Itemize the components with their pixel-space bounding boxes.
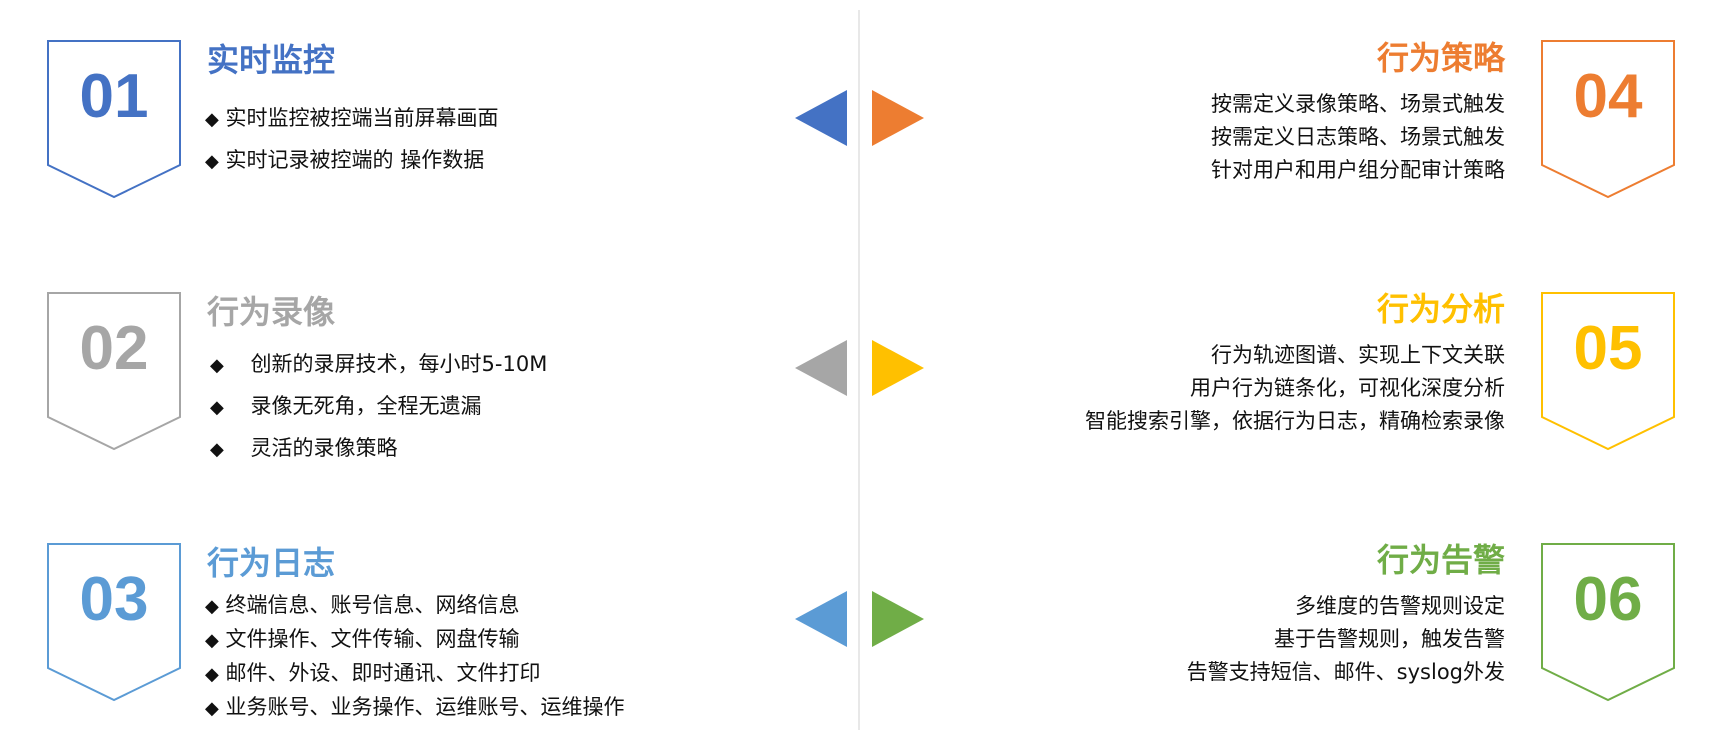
list-item: 用户行为链条化，可视化深度分析 — [1190, 376, 1505, 400]
badge-number: 03 — [79, 565, 149, 634]
badge-number: 01 — [79, 62, 149, 131]
shield-shape — [1541, 40, 1675, 199]
badge-number: 04 — [1573, 62, 1643, 131]
list-item: ◆ 实时记录被控端的 操作数据 — [205, 140, 499, 182]
arrow-right-05-icon — [872, 340, 924, 396]
shield-shape — [47, 543, 181, 702]
badge-number: 06 — [1573, 565, 1643, 634]
list-item: ◆ 录像无死角，全程无遗漏 — [210, 386, 547, 428]
list-item: 针对用户和用户组分配审计策略 — [1211, 158, 1505, 182]
item-title-03: 行为日志 — [207, 544, 336, 582]
arrow-right-04-icon — [872, 90, 924, 146]
shield-shape — [1541, 292, 1675, 451]
item-lines-01: ◆ 实时监控被控端当前屏幕画面 ◆ 实时记录被控端的 操作数据 — [205, 98, 499, 182]
item-lines-03: ◆ 终端信息、账号信息、网络信息 ◆ 文件操作、文件传输、网盘传输 ◆ 邮件、外… — [205, 589, 625, 725]
item-title-01: 实时监控 — [207, 41, 336, 79]
diamond-bullet-icon: ◆ — [210, 355, 224, 376]
shield-shape — [47, 40, 181, 199]
list-item: 智能搜索引擎，依据行为日志，精确检索录像 — [1085, 409, 1505, 433]
badge-01: 01 — [47, 40, 181, 200]
item-lines-06: 多维度的告警规则设定 基于告警规则，触发告警 告警支持短信、邮件、syslog外… — [1187, 590, 1505, 689]
badge-02: 02 — [47, 292, 181, 452]
list-item: 基于告警规则，触发告警 — [1274, 627, 1505, 651]
item-lines-04: 按需定义录像策略、场景式触发 按需定义日志策略、场景式触发 针对用户和用户组分配… — [1211, 88, 1505, 187]
shield-shape — [1541, 543, 1675, 702]
list-item: ◆ 创新的录屏技术，每小时5-10M — [210, 344, 547, 386]
list-item: 按需定义日志策略、场景式触发 — [1211, 125, 1505, 149]
badge-04: 04 — [1541, 40, 1675, 200]
item-title-02: 行为录像 — [207, 293, 336, 331]
arrow-left-01-icon — [795, 90, 847, 146]
list-item: ◆ 邮件、外设、即时通讯、文件打印 — [205, 657, 625, 691]
diamond-bullet-icon: ◆ — [210, 397, 224, 418]
badge-03: 03 — [47, 543, 181, 703]
list-item: 告警支持短信、邮件、syslog外发 — [1186, 660, 1505, 684]
item-title-05: 行为分析 — [1376, 290, 1505, 328]
badge-number: 05 — [1573, 314, 1643, 383]
item-lines-05: 行为轨迹图谱、实现上下文关联 用户行为链条化，可视化深度分析 智能搜索引擎，依据… — [1085, 339, 1505, 438]
list-item: ◆ 业务账号、业务操作、运维账号、运维操作 — [205, 691, 625, 725]
list-item: 行为轨迹图谱、实现上下文关联 — [1211, 343, 1505, 367]
list-item: ◆ 终端信息、账号信息、网络信息 — [205, 589, 625, 623]
arrow-left-03-icon — [795, 591, 847, 647]
arrow-left-02-icon — [795, 340, 847, 396]
diamond-bullet-icon: ◆ — [205, 596, 219, 617]
item-title-04: 行为策略 — [1376, 39, 1505, 77]
list-item: ◆ 实时监控被控端当前屏幕画面 — [205, 98, 499, 140]
diamond-bullet-icon: ◆ — [205, 630, 219, 651]
badge-05: 05 — [1541, 292, 1675, 452]
diamond-bullet-icon: ◆ — [205, 109, 219, 130]
diamond-bullet-icon: ◆ — [205, 698, 219, 719]
diamond-bullet-icon: ◆ — [205, 151, 219, 172]
list-item: 多维度的告警规则设定 — [1295, 594, 1505, 618]
arrow-right-06-icon — [872, 591, 924, 647]
diamond-bullet-icon: ◆ — [205, 664, 219, 685]
badge-06: 06 — [1541, 543, 1675, 703]
shield-shape — [47, 292, 181, 451]
list-item: ◆ 灵活的录像策略 — [210, 428, 547, 470]
list-item: ◆ 文件操作、文件传输、网盘传输 — [205, 623, 625, 657]
item-title-06: 行为告警 — [1376, 541, 1505, 579]
list-item: 按需定义录像策略、场景式触发 — [1211, 92, 1505, 116]
diamond-bullet-icon: ◆ — [210, 439, 224, 460]
center-divider — [858, 10, 860, 730]
item-lines-02: ◆ 创新的录屏技术，每小时5-10M ◆ 录像无死角，全程无遗漏 ◆ 灵活的录像… — [210, 344, 547, 470]
badge-number: 02 — [79, 314, 149, 383]
